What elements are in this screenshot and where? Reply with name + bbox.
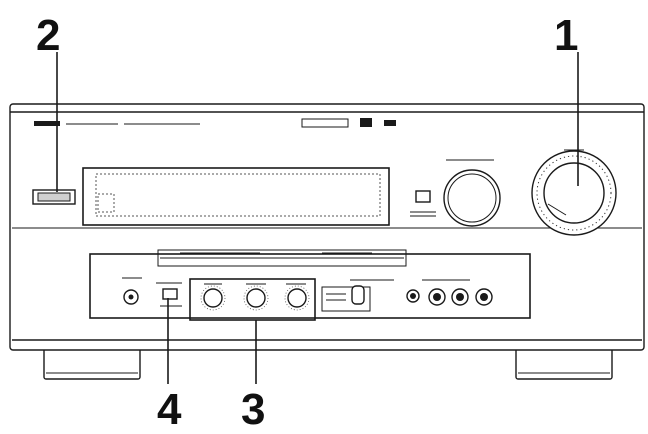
- receiver-feet: [43, 344, 613, 380]
- volume-knob[interactable]: [531, 149, 617, 236]
- front-display: [82, 167, 390, 226]
- callout-2: 2: [36, 11, 60, 60]
- power-button[interactable]: [32, 189, 76, 205]
- bass-knob[interactable]: [200, 283, 226, 311]
- input-selector-knob[interactable]: [443, 159, 501, 227]
- brand-strip: [34, 118, 396, 128]
- phones-jack[interactable]: [122, 277, 142, 305]
- video-aux-jacks[interactable]: [406, 279, 493, 306]
- display-side-button[interactable]: [410, 190, 436, 217]
- lower-control-panel: [89, 249, 531, 319]
- balance-knob[interactable]: [284, 283, 310, 311]
- callout-3: 3: [241, 385, 265, 434]
- callout-1: 1: [554, 11, 578, 60]
- tone-controls-group: [189, 278, 316, 321]
- callout-4: 4: [157, 385, 182, 434]
- tone-bypass-switch[interactable]: [156, 282, 182, 307]
- treble-knob[interactable]: [243, 283, 269, 311]
- mode-switch-box[interactable]: [321, 279, 394, 312]
